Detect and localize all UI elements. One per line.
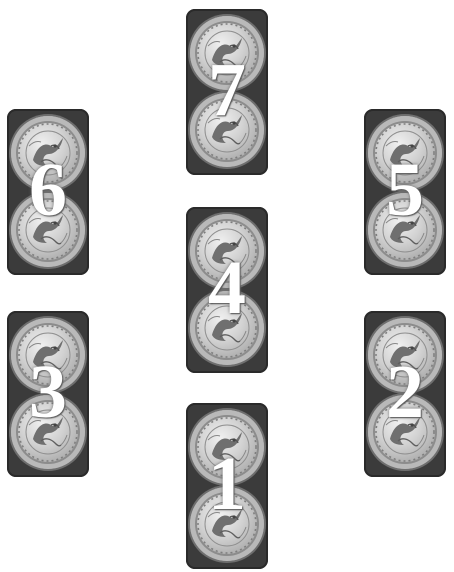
dragon-coin-icon	[190, 16, 264, 90]
card-position-5[interactable]: 5	[364, 109, 446, 275]
dragon-coin-icon	[190, 214, 264, 288]
dragon-coin-icon	[11, 116, 85, 190]
dragon-coin-icon	[368, 193, 442, 267]
card-position-4[interactable]: 4	[186, 207, 268, 373]
dragon-coin-icon	[190, 487, 264, 561]
dragon-coin-icon	[11, 193, 85, 267]
dragon-coin-icon	[11, 395, 85, 469]
dragon-coin-icon	[190, 93, 264, 167]
card-position-1[interactable]: 1	[186, 403, 268, 569]
dragon-coin-icon	[190, 291, 264, 365]
card-position-3[interactable]: 3	[7, 311, 89, 477]
dragon-coin-icon	[190, 410, 264, 484]
card-position-2[interactable]: 2	[364, 311, 446, 477]
dragon-coin-icon	[368, 116, 442, 190]
card-position-7[interactable]: 7	[186, 9, 268, 175]
card-position-6[interactable]: 6	[7, 109, 89, 275]
dragon-coin-icon	[368, 395, 442, 469]
dragon-coin-icon	[368, 318, 442, 392]
dragon-coin-icon	[11, 318, 85, 392]
